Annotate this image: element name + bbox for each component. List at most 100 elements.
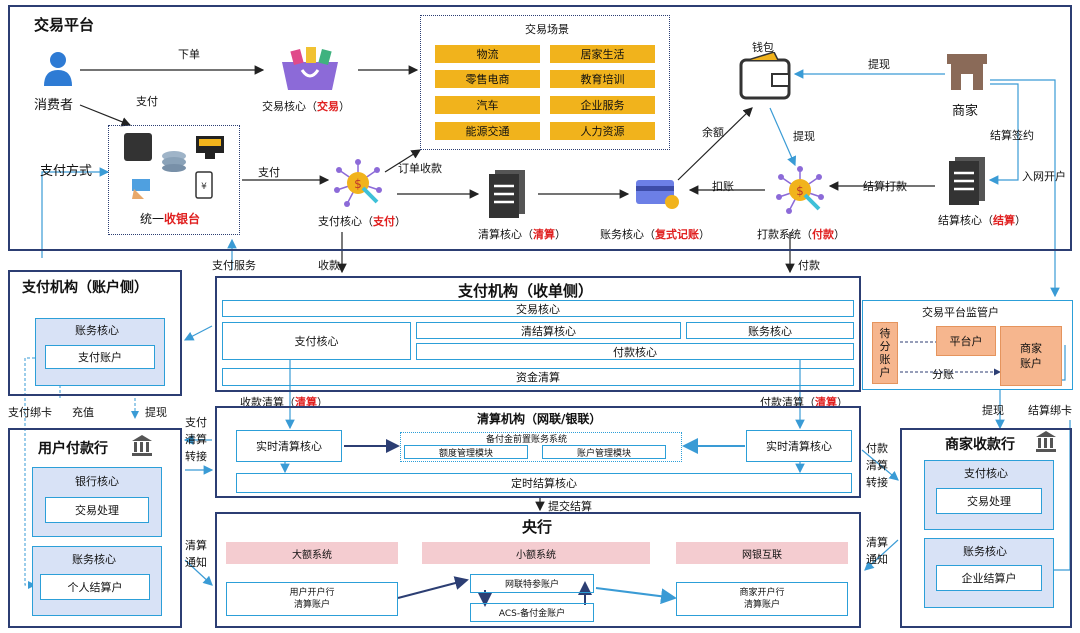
order-receipt-label: 订单收款: [398, 162, 442, 175]
svg-text:¥: ¥: [201, 182, 207, 192]
bind-card-label: 支付绑卡: [8, 406, 52, 419]
payout-system-icon: $: [775, 165, 825, 215]
acq-clear-settle-core: 清结算核心: [416, 322, 681, 339]
payout-system-label: 打款系统（付款）: [757, 228, 845, 241]
scene-auto: 汽车: [435, 96, 540, 114]
user-bank-clear-account: 用户开户行清算账户: [226, 582, 398, 616]
acq-payout-core: 付款核心: [416, 343, 854, 360]
withdraw-right-label: 提现: [982, 404, 1004, 417]
settle-bind-card-label: 结算绑卡: [1028, 404, 1072, 417]
store-icon: [945, 52, 989, 92]
scene-logistics: 物流: [435, 45, 540, 63]
merchant-pay-core-label: 支付核心: [964, 467, 1008, 480]
pay-core-label: 支付核心（支付）: [318, 215, 406, 228]
acq-fund-clear: 资金清算: [222, 368, 854, 386]
scene-energy: 能源交通: [435, 122, 540, 140]
topup-label: 充值: [72, 406, 94, 419]
scene-education: 教育培训: [550, 70, 655, 88]
withdraw-label: 提现: [793, 130, 815, 143]
split-label: 分账: [932, 368, 954, 381]
settle-sign-label: 结算签约: [990, 129, 1034, 142]
cashier-panel: [108, 125, 240, 235]
scenes-panel: [420, 15, 670, 150]
merchant-bank-title: 商家收款行: [945, 437, 1015, 453]
supervision-title: 交易平台监管户: [922, 306, 999, 319]
clear-notice-right-label: 清算通知: [866, 536, 888, 566]
pay-clear-connect-label: 支付清算转接: [185, 416, 207, 463]
acquirer-title: 支付机构（收单侧）: [458, 282, 594, 300]
pending-account: 待分账户: [872, 322, 898, 384]
settle-payout-label: 结算打款: [863, 180, 907, 193]
credit-card-icon: [634, 178, 680, 212]
acq-pay-core: 支付核心: [222, 322, 411, 360]
pay2-label: 支付: [258, 166, 280, 179]
user-bank-frame: [8, 428, 182, 628]
clearing-core-label: 清算核心（清算）: [478, 228, 566, 241]
merchant-account: 商家账户: [1000, 326, 1062, 386]
withdraw-merchant-label: 提现: [868, 58, 890, 71]
clearing-org-title: 清算机构（网联/银联）: [477, 412, 602, 426]
personal-settle-account: 个人结算户: [40, 574, 150, 600]
coins-icon: [160, 150, 188, 172]
scenes-title: 交易场景: [525, 23, 569, 36]
svg-text:$: $: [796, 184, 804, 198]
document-stack-icon: [485, 168, 529, 220]
account-side-title: 支付机构（账户侧）: [22, 280, 148, 296]
trade-core-label: 交易核心（交易）: [262, 100, 350, 113]
card-hand-icon: [130, 175, 154, 199]
central-bank-title: 央行: [522, 518, 553, 536]
order-label: 下单: [178, 48, 200, 61]
payout-clear-connect-label: 付款清算转接: [866, 442, 888, 489]
reserve-system: [400, 432, 682, 462]
balance-label: 余额: [702, 126, 724, 139]
shopping-basket-icon: [270, 44, 350, 94]
settle-core-label: 结算核心（结算）: [938, 214, 1026, 227]
deduct-label: 扣账: [712, 180, 734, 193]
scene-enterprise: 企业服务: [550, 96, 655, 114]
merchant-label: 商家: [952, 104, 979, 119]
ibps-system: 网银互联: [676, 542, 848, 564]
svg-text:$: $: [354, 177, 362, 191]
scene-retail: 零售电商: [435, 70, 540, 88]
payment-method-label: 支付方式: [40, 164, 93, 179]
pay-core-icon: $: [333, 158, 383, 208]
large-value-system: 大额系统: [226, 542, 398, 564]
wallet-icon: [738, 51, 792, 102]
acs-reserve-account: ACS-备付金账户: [470, 603, 594, 622]
realtime-clear-left: 实时清算核心: [236, 430, 342, 462]
wallet-label: 钱包: [752, 41, 774, 54]
user-trade-proc: 交易处理: [45, 497, 149, 523]
clearing-org-frame: [215, 406, 861, 498]
merchant-bank-clear-account: 商家开户行清算账户: [676, 582, 848, 616]
mobile-pay-icon: ¥: [190, 170, 218, 200]
bank-icon-right: [1034, 430, 1058, 452]
merchant-trade-proc: 交易处理: [936, 488, 1042, 514]
acquirer-frame: [215, 276, 861, 392]
scan-icon: [124, 133, 152, 161]
consumer-label: 消费者: [34, 98, 74, 113]
acq-account-core: 账务核心: [686, 322, 854, 339]
submit-settle-label: 提交结算: [548, 500, 592, 513]
consumer-icon: [43, 50, 73, 86]
central-bank-frame: [215, 512, 861, 628]
pos-terminal-icon: [195, 135, 225, 159]
realtime-clear-right: 实时清算核心: [746, 430, 852, 462]
account-mgmt-module: 账户管理模块: [542, 445, 666, 459]
user-bank-title: 用户付款行: [38, 441, 108, 457]
open-account-label: 入网开户: [1022, 170, 1066, 183]
payout-clear-label: 付款清算（清算）: [760, 396, 848, 409]
pay-label: 支付: [136, 95, 158, 108]
user-bank-core-label: 银行核心: [75, 475, 119, 488]
merchant-bank-frame: [900, 428, 1072, 628]
scheduled-settle-core: 定时结算核心: [236, 473, 852, 493]
account-core-label: 账务核心（复式记账）: [600, 228, 710, 241]
account-side-frame: [8, 270, 182, 396]
collect-clear-label: 收款清算（清算）: [240, 396, 328, 409]
acq-trade-core: 交易核心: [222, 300, 854, 317]
trading-platform-frame: [8, 5, 1072, 251]
pay-account-box: 支付账户: [45, 345, 155, 369]
settle-doc-icon: [945, 155, 989, 207]
corp-settle-account: 企业结算户: [936, 565, 1042, 591]
reserve-system-label: 备付金前置账务系统: [486, 435, 568, 445]
payout-label: 付款: [798, 259, 820, 272]
